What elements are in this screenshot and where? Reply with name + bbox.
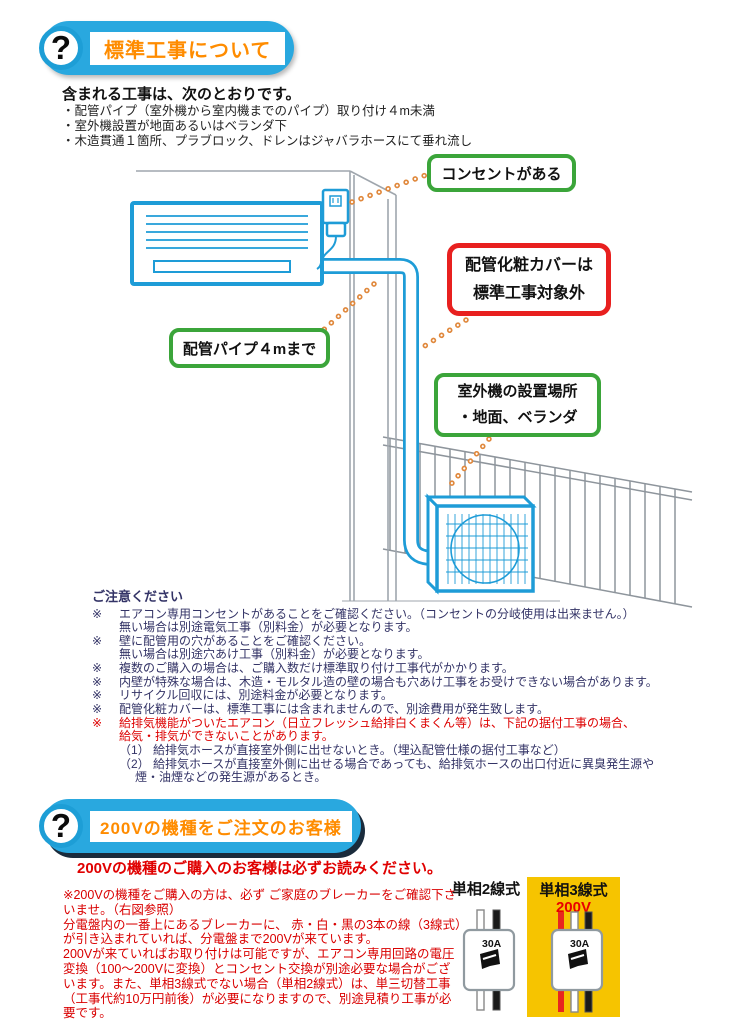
label-pipe-cover-line2: 標準工事対象外 bbox=[472, 284, 585, 302]
note-item: ※ エアコン専用コンセントがあることをご確認ください。（コンセントの分岐使用は出… bbox=[92, 607, 635, 634]
note-item: ※ 壁に配管用の穴があることをご確認ください。無い場合は別途穴あけ工事（別料金）… bbox=[92, 633, 430, 661]
intro-block: 含まれる工事は、次のとおりです。 ・配管パイプ（室外機から室内機までのパイプ）取… bbox=[62, 83, 472, 150]
section1-title: 標準工事について bbox=[90, 31, 286, 65]
intro-item: ・室外機設置が地面あるいはベランダ下 bbox=[62, 119, 288, 134]
breaker-2wire: 30A bbox=[462, 909, 516, 1011]
note-marker: ※ bbox=[92, 607, 103, 621]
label-outlet-text: コンセントがある bbox=[441, 165, 562, 183]
wall-outlet bbox=[316, 188, 350, 270]
intro-item: ・配管パイプ（室外機から室内機までのパイプ）取り付け４m未満 bbox=[62, 104, 435, 118]
section1-header: ? 標準工事について bbox=[39, 21, 295, 75]
breaker-amp-label: 30A bbox=[482, 938, 502, 950]
note-marker: ※ bbox=[92, 674, 103, 689]
body-paragraph: 分電盤内の一番上にあるブレーカーに、 赤・白・黒の3本の線（3線式）が引き込まれ… bbox=[63, 917, 462, 947]
note-item: ※ リサイクル回収には、別途料金が必要となります。 bbox=[92, 688, 393, 703]
breaker-3wire: 30A bbox=[550, 911, 604, 1013]
label-outdoor-line1: 室外機の設置場所 bbox=[457, 382, 578, 400]
label-pipe-length-text: 配管パイプ４mまで bbox=[182, 340, 317, 358]
label-outdoor-location: 室外機の設置場所 ・地面、ベランダ bbox=[434, 373, 601, 437]
breaker-amp-label: 30A bbox=[570, 938, 590, 950]
label-outlet: コンセントがある bbox=[427, 154, 576, 192]
callout-dotted-lines bbox=[315, 172, 492, 492]
intro-title: 含まれる工事は、次のとおりです。 bbox=[62, 86, 301, 103]
note-item-warning: ※ 給排気機能がついたエアコン（日立フレッシュ給排白くまくん等）は、下記の据付工… bbox=[92, 716, 636, 744]
note-subitem: （2） 給排気ホースが直接室外側に出せる場合であっても、給排気ホースの出口付近に… bbox=[119, 756, 655, 784]
note-item: ※ 内壁が特殊な場合は、木造・モルタル造の壁の場合も穴あけ工事をお受けできない場… bbox=[92, 674, 658, 689]
section2-lead: 200Vの機種のご購入のお客様は必ずお読みください。 bbox=[77, 860, 443, 877]
notes-block: ご注意ください ※ エアコン専用コンセントがあることをご確認ください。（コンセン… bbox=[92, 586, 720, 785]
label-pipe-cover: 配管化粧カバーは 標準工事対象外 bbox=[447, 243, 611, 316]
body-paragraph: 200Vが来ていればお取り付けは可能ですが、エアコン専用回路の電圧変換（100～… bbox=[63, 947, 455, 1021]
note-marker: ※ bbox=[92, 688, 103, 703]
body-paragraph: ※200Vの機種をご購入の方は、必ず ご家庭のブレーカーをご確認下さいませ。（右… bbox=[63, 888, 457, 917]
indoor-unit bbox=[130, 201, 324, 286]
question-mark-icon: ? bbox=[39, 804, 83, 848]
label-pipe-length: 配管パイプ４mまで bbox=[169, 328, 330, 368]
note-marker: ※ bbox=[92, 716, 103, 731]
note-item: ※ 複数のご購入の場合は、ご購入数だけ標準取り付け工事代がかかります。 bbox=[92, 660, 514, 675]
note-marker: ※ bbox=[92, 633, 103, 648]
pipe-run bbox=[316, 258, 449, 568]
section2-body: ※200Vの機種をご購入の方は、必ず ご家庭のブレーカーをご確認下さいませ。（右… bbox=[63, 888, 463, 1021]
section2-header: ? 200Vの機種をご注文のお客様 bbox=[39, 799, 361, 853]
question-mark-icon: ? bbox=[39, 26, 83, 70]
figure-title-2wire: 単相2線式 bbox=[451, 881, 521, 898]
label-pipe-cover-line1: 配管化粧カバーは bbox=[464, 256, 593, 274]
indoor-unit-vent bbox=[153, 260, 291, 273]
note-marker: ※ bbox=[92, 702, 103, 717]
note-item: ※ 配管化粧カバーは、標準工事には含まれませんので、別途費用が発生致します。 bbox=[92, 702, 549, 717]
power-plug bbox=[325, 221, 347, 238]
intro-item: ・木造貫通１箇所、プラブロック、ドレンはジャバラホースにて垂れ流し bbox=[62, 134, 473, 149]
note-subitem: （1） 給排気ホースが直接室外側に出せないとき。（埋込配管仕様の据付工事など） bbox=[119, 743, 566, 758]
section2-title: 200Vの機種をご注文のお客様 bbox=[90, 810, 352, 842]
note-marker: ※ bbox=[92, 660, 103, 675]
label-outdoor-line2: ・地面、ベランダ bbox=[457, 409, 578, 426]
breaker-toggle bbox=[480, 949, 500, 969]
figure-voltage-200v: 200V bbox=[555, 899, 592, 916]
notes-title: ご注意ください bbox=[92, 589, 184, 604]
figure-title-3wire: 単相3線式 bbox=[539, 882, 608, 899]
power-cord bbox=[316, 235, 337, 270]
fan-grille-circle bbox=[450, 514, 520, 584]
outdoor-unit bbox=[424, 493, 537, 595]
breaker-toggle bbox=[568, 949, 588, 969]
